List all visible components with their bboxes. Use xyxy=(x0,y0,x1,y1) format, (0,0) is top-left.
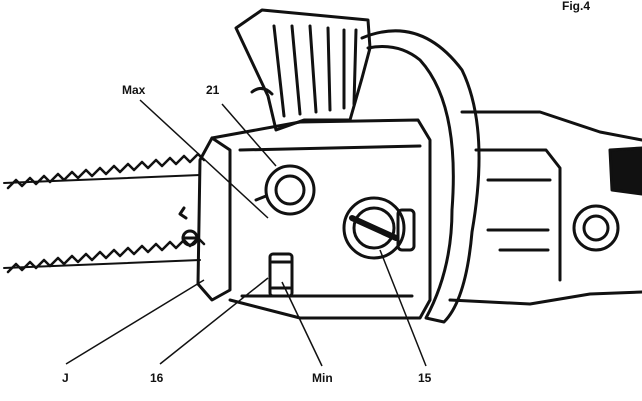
callout-max: Max xyxy=(122,83,146,97)
callout-j: J xyxy=(62,371,69,385)
callout-21: 21 xyxy=(206,83,220,97)
figure-label: Fig.4 xyxy=(562,0,591,13)
oil-tank-housing xyxy=(210,118,432,320)
oil-filler-cap xyxy=(264,164,316,216)
leader-16 xyxy=(159,277,269,365)
callout-15: 15 xyxy=(418,371,432,385)
chain-upper-teeth xyxy=(6,152,206,190)
callout-16: 16 xyxy=(150,371,164,385)
lock-button xyxy=(572,204,620,252)
chain-lower-teeth xyxy=(6,236,206,274)
tensioner-knob xyxy=(342,196,406,260)
motor-body xyxy=(460,110,642,142)
leader-max xyxy=(139,99,269,219)
leader-21 xyxy=(221,103,277,167)
bar-clamp xyxy=(196,136,232,302)
oil-level-window xyxy=(268,252,294,298)
callout-min: Min xyxy=(312,371,333,385)
front-handle xyxy=(360,29,481,324)
leader-j xyxy=(65,279,205,365)
leader-15 xyxy=(379,249,427,367)
leader-min xyxy=(281,281,323,367)
hand-guard xyxy=(234,8,372,132)
